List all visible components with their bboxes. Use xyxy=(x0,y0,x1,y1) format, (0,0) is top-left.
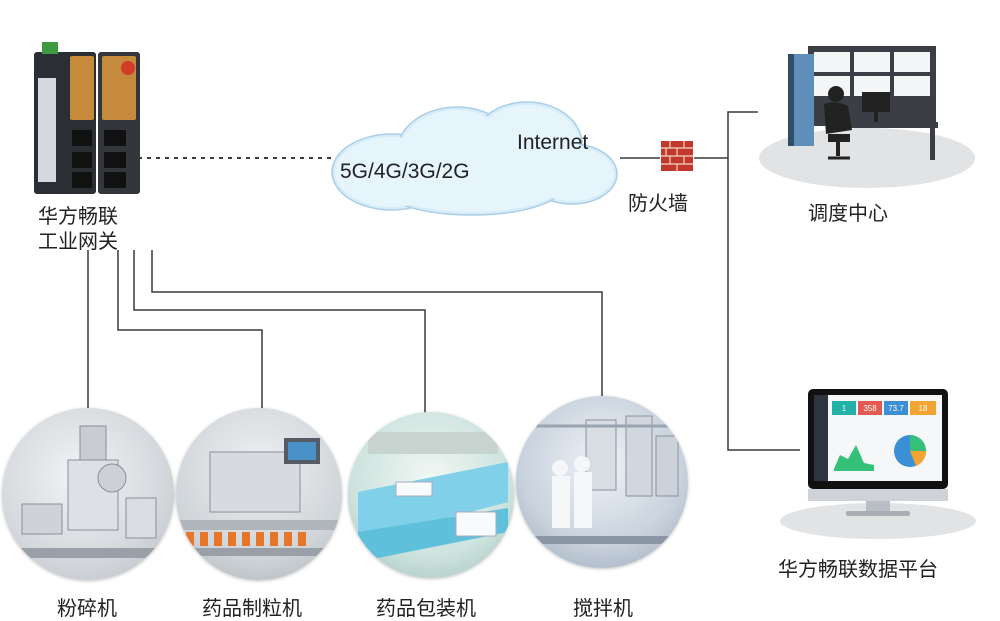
gateway-label-line2: 工业网关 xyxy=(38,229,118,253)
dashboard-tile-value: 358 xyxy=(863,404,877,413)
dashboard-tile-value: 18 xyxy=(919,404,928,413)
internet-cloud xyxy=(322,92,622,222)
firewall-icon xyxy=(660,140,694,172)
gateway-label-line1: 华方畅联 xyxy=(38,204,118,228)
gateway-device xyxy=(32,38,142,198)
mixer-label: 搅拌机 xyxy=(573,596,633,620)
trunk-line xyxy=(727,111,800,451)
data-platform-monitor: 1 358 73.7 18 xyxy=(778,385,978,545)
packaging-label: 药品包装机 xyxy=(376,596,476,620)
dispatch-center-label: 调度中心 xyxy=(808,201,888,225)
crusher-label: 粉碎机 xyxy=(57,596,117,620)
cloud-internet-label: Internet xyxy=(517,131,589,154)
cloud-networks-label: 5G/4G/3G/2G xyxy=(340,160,470,183)
mixer-image xyxy=(516,396,688,568)
link-packaging xyxy=(133,250,426,420)
packaging-image xyxy=(348,412,514,578)
granulator-label: 药品制粒机 xyxy=(202,596,302,620)
link-granulator xyxy=(117,250,263,415)
data-platform-label: 华方畅联数据平台 xyxy=(778,557,938,581)
dashboard-tile-value: 1 xyxy=(842,404,847,413)
crusher-image xyxy=(2,408,174,580)
dashboard-tile-value: 73.7 xyxy=(888,404,904,413)
link-mixer xyxy=(151,250,603,398)
granulator-image xyxy=(176,408,342,580)
firewall-label: 防火墙 xyxy=(628,191,688,215)
dispatch-center-illustration xyxy=(752,30,982,195)
